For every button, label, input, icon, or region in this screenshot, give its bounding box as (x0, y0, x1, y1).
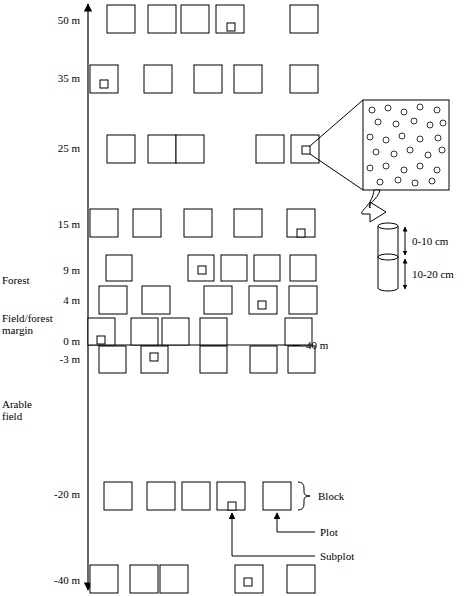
plot-square (200, 346, 227, 373)
plot-square (184, 209, 212, 237)
subplot-square (227, 23, 235, 31)
plot-square (104, 482, 132, 510)
plot-square (90, 565, 118, 593)
distance-label: -3 m (60, 353, 80, 365)
plot-square (235, 565, 263, 593)
plot-square (144, 65, 172, 93)
horizontal-axis (88, 344, 300, 345)
plot-square (107, 135, 135, 163)
plot-square (234, 65, 262, 93)
subplot-square (302, 146, 310, 154)
distance-label: 15 m (58, 218, 80, 230)
plot-square (147, 482, 175, 510)
plot-square (194, 65, 222, 93)
plot-square (90, 209, 118, 237)
plot-square (99, 286, 127, 314)
plot-square (204, 286, 232, 314)
plot-square (249, 286, 277, 314)
plot-square (181, 5, 209, 33)
plot-square (287, 565, 315, 593)
distance-label: 50 m (58, 14, 80, 26)
subplot-square (258, 301, 266, 309)
plot-square (162, 318, 189, 345)
subplot-square (150, 353, 158, 361)
block-brace (298, 482, 310, 510)
plot-square (290, 5, 318, 33)
depth-label: 0-10 cm (412, 235, 448, 247)
legend-label: Plot (320, 526, 338, 538)
plot-square (290, 255, 316, 281)
subplot-square (97, 336, 105, 344)
subplot-square (228, 502, 236, 510)
distance-label: -20 m (54, 488, 80, 500)
zone-label: Forest (2, 274, 30, 286)
subplot-zoom (310, 100, 449, 291)
distance-label: 4 m (63, 294, 80, 306)
plot-square (250, 346, 277, 373)
plot-square (148, 135, 176, 163)
subplot-square (100, 80, 108, 88)
legend-label: Block (318, 490, 344, 502)
zone-label: Field/forest margin (2, 312, 74, 336)
zone-label: Arable field (2, 398, 54, 422)
plot-square (291, 135, 319, 163)
subplot-leader (232, 513, 315, 556)
plot-square (221, 255, 247, 281)
plot-square (133, 209, 161, 237)
vertical-axis (87, 4, 88, 590)
plot-square (263, 482, 291, 510)
plot-square (141, 346, 168, 373)
distance-label: 35 m (58, 72, 80, 84)
plot-square (88, 318, 115, 345)
axis-length-label: 40 m (306, 339, 328, 351)
plot-square (234, 209, 262, 237)
distance-label: 0 m (63, 335, 80, 347)
plot-square (289, 286, 317, 314)
plot-square (216, 5, 244, 33)
plot-square (90, 65, 118, 93)
plot-square (142, 286, 170, 314)
distance-label: 25 m (58, 142, 80, 154)
legend-label: Subplot (320, 550, 354, 562)
plot-square (148, 5, 176, 33)
plot-square (106, 255, 132, 281)
plot-square (290, 65, 318, 93)
plot-square (131, 318, 158, 345)
plot-square (256, 135, 284, 163)
plot-square (130, 565, 158, 593)
distance-label: -40 m (54, 574, 80, 586)
plot-square (188, 255, 214, 281)
plot-square (182, 482, 210, 510)
plot-square (99, 346, 126, 373)
subplot-square (198, 266, 206, 274)
plot-square (107, 5, 135, 33)
plot-square (176, 135, 204, 163)
plot-square (200, 318, 227, 345)
plot-square (287, 209, 315, 237)
subplot-square (297, 229, 305, 237)
plot-square (254, 255, 280, 281)
plot-leader (277, 513, 315, 532)
distance-label: 9 m (63, 264, 80, 276)
depth-label: 10-20 cm (412, 268, 454, 280)
plot-square (160, 565, 188, 593)
plot-square (217, 482, 245, 510)
subplot-square (244, 578, 252, 586)
